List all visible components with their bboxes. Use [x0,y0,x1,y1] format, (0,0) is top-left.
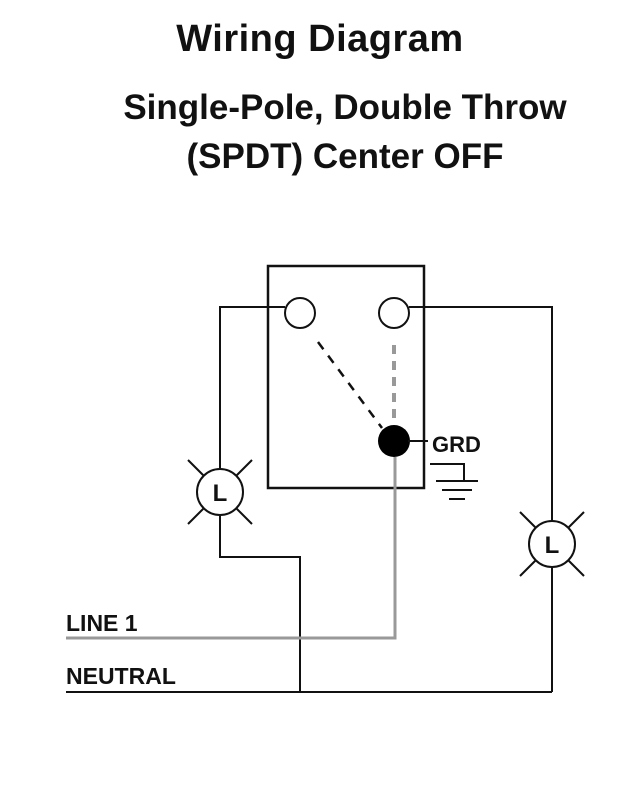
common-terminal [378,425,410,457]
diagram-subtitle-line2: (SPDT) Center OFF [186,137,504,176]
lamp-left-label: L [213,480,228,507]
lamp-right: L [519,511,585,577]
lamp-left: L [187,459,253,525]
wire-left-lamp-neutral [219,516,301,692]
wire-left-traveler [219,306,285,468]
traveler-terminal-right [378,297,410,329]
traveler-terminal-left [284,297,316,329]
diagram-title: Wiring Diagram [176,18,464,60]
ground-label: GRD [432,432,481,457]
lamp-right-label: L [545,532,560,559]
neutral-label: NEUTRAL [66,663,176,689]
line1-label: LINE 1 [66,610,138,636]
contact-path-left [316,341,384,429]
wire-right-traveler [409,306,553,521]
wire-common-line1 [66,457,397,640]
ground-wire [408,440,465,481]
diagram-subtitle-line1: Single-Pole, Double Throw [123,88,567,127]
